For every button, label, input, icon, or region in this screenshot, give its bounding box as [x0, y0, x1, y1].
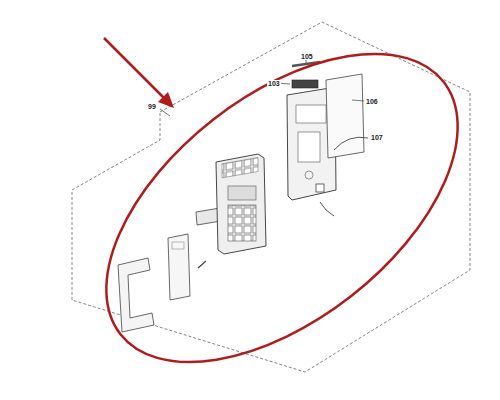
leader-line — [160, 109, 170, 116]
connector — [316, 184, 324, 192]
callout-number: 105 — [300, 53, 314, 60]
connector-strip — [292, 80, 318, 88]
door-trim — [118, 258, 154, 332]
callout-number: 99 — [147, 103, 157, 110]
callout-number: 106 — [365, 98, 379, 105]
wire — [334, 137, 368, 150]
highlight-ellipse — [52, 0, 500, 400]
assembly-outline — [72, 22, 470, 372]
overlay-panel — [168, 234, 190, 300]
callout-number: 103 — [267, 80, 281, 87]
harness — [320, 202, 334, 216]
control-frame — [216, 154, 266, 254]
callout-number: 107 — [370, 134, 384, 141]
pointer-arrow — [104, 38, 166, 100]
board-cover — [326, 74, 364, 158]
screw — [198, 261, 206, 268]
